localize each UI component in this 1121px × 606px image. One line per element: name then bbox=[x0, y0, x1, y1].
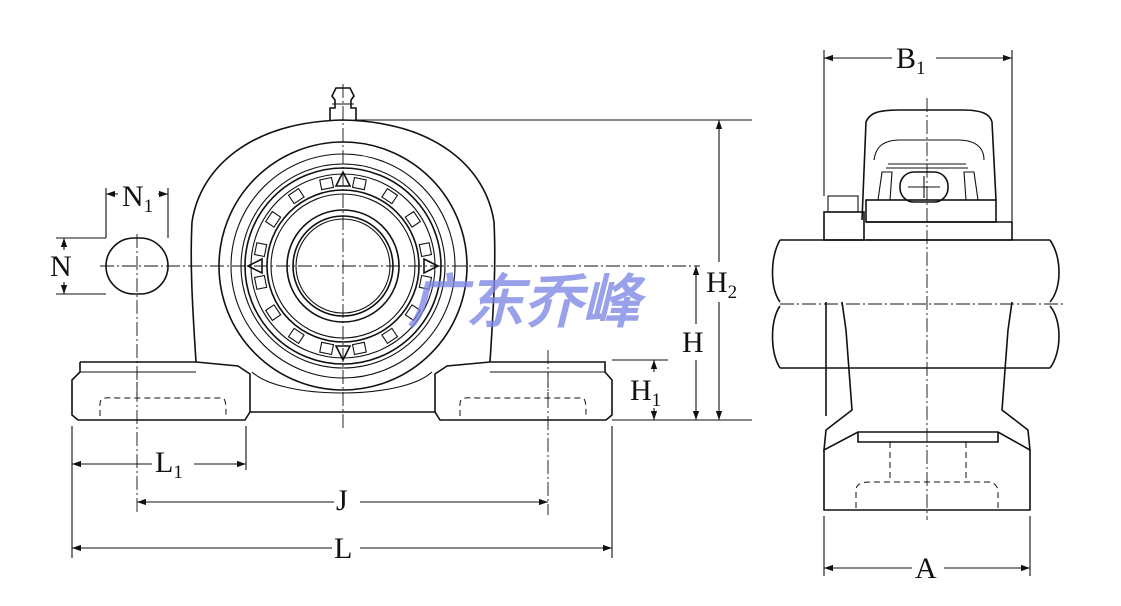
cage-pocket bbox=[381, 327, 399, 345]
label-h2: H2 bbox=[706, 266, 737, 303]
bearing-ball bbox=[899, 171, 949, 203]
cage-pocket bbox=[404, 304, 422, 322]
cage-pocket bbox=[287, 327, 305, 345]
dimension-labels: N1 N H2 H H1 L1 J L B1 A bbox=[48, 38, 944, 586]
label-bg-l bbox=[332, 530, 360, 564]
cage-pocket bbox=[404, 210, 422, 228]
cage-pocket bbox=[418, 274, 433, 290]
label-l1: L1 bbox=[155, 446, 183, 483]
front-dimensions bbox=[56, 119, 752, 558]
base-arc bbox=[251, 371, 433, 394]
cap-inner bbox=[873, 139, 985, 161]
cage-pocket bbox=[418, 242, 433, 258]
set-screw bbox=[827, 195, 859, 213]
pedestal bbox=[823, 301, 1031, 452]
label-bg-b1 bbox=[892, 38, 936, 76]
bolt-hole-slot bbox=[105, 237, 169, 295]
cage-pocket bbox=[253, 274, 268, 290]
top-cap bbox=[861, 109, 997, 221]
label-bg-n bbox=[48, 250, 78, 282]
cage-pocket bbox=[319, 176, 335, 191]
cage-pocket bbox=[351, 176, 367, 191]
cage-pocket bbox=[264, 304, 282, 322]
label-b1: B1 bbox=[896, 42, 926, 79]
label-bg-a bbox=[912, 550, 944, 586]
label-bg-n1 bbox=[118, 176, 158, 212]
label-h: H bbox=[682, 326, 704, 359]
foot bbox=[823, 432, 1031, 511]
label-a: A bbox=[915, 552, 937, 585]
cage-pocket bbox=[381, 187, 399, 205]
cage-pocket bbox=[253, 242, 268, 258]
seal-right bbox=[963, 171, 979, 201]
lock-collar bbox=[823, 211, 865, 241]
bearing-collar bbox=[865, 199, 997, 223]
label-bg-l1 bbox=[152, 444, 194, 480]
foot-hidden-slot bbox=[855, 481, 999, 508]
label-l: L bbox=[334, 532, 352, 565]
label-n: N bbox=[50, 250, 72, 283]
hidden-slot-right bbox=[459, 397, 587, 417]
label-bg-h1 bbox=[628, 372, 672, 408]
hidden-slot-left bbox=[99, 397, 227, 417]
base-left bbox=[71, 361, 251, 421]
side-view bbox=[771, 98, 1066, 520]
label-h1: H1 bbox=[630, 374, 661, 411]
ring-arrow-right bbox=[423, 257, 440, 275]
watermark: 广东乔峰 bbox=[408, 268, 647, 336]
foot-hidden-bolt bbox=[889, 442, 967, 482]
inner-ring-band bbox=[866, 221, 1013, 241]
front-view bbox=[71, 84, 700, 515]
cage-pockets bbox=[253, 176, 433, 356]
base-right bbox=[434, 361, 613, 421]
label-j: J bbox=[336, 484, 348, 517]
cage-pocket bbox=[319, 341, 335, 356]
label-bg-h bbox=[680, 324, 712, 360]
cage-pocket bbox=[351, 341, 367, 356]
seal-left bbox=[877, 171, 893, 201]
cage-pocket bbox=[264, 210, 282, 228]
label-bg-j bbox=[334, 482, 360, 516]
ring-arrow-bottom bbox=[334, 345, 352, 362]
label-bg-h2 bbox=[704, 262, 750, 302]
label-n1: N1 bbox=[122, 180, 153, 217]
cage-pocket bbox=[287, 187, 305, 205]
